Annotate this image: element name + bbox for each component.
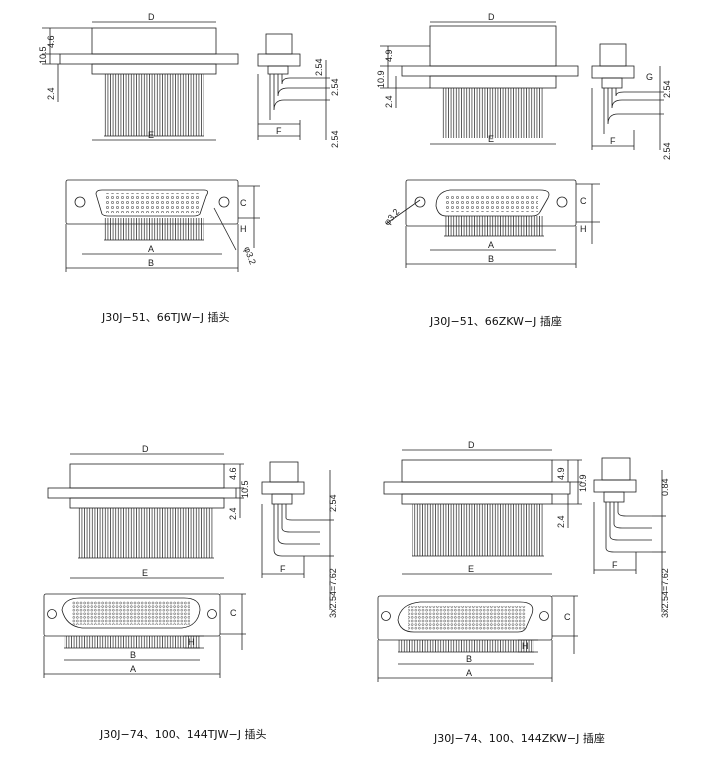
q3-dim-10-5: 10.5 [240,480,250,498]
q2-dim-a: A [488,240,494,250]
q2-dim-d: D [488,12,495,22]
q1-side-view [257,33,330,140]
caption-q4: J30J−74、100、144ZKW−J 插座 [434,732,605,745]
q3-dim-h: H [188,637,195,647]
q3-dim-a: A [130,664,136,674]
q4-dim-0-84: 0.84 [660,478,670,496]
q3-dim-3x: 3x2.54=7.62 [328,568,338,618]
q4-dim-2-4: 2.4 [556,515,566,528]
q2-dim-2-54-a: 2.54 [662,80,672,98]
q4-dim-h: H [522,641,529,651]
q4-dim-4-9: 4.9 [556,467,566,480]
q3-dim-e: E [142,568,148,578]
q1-dim-b: B [148,258,154,268]
q3-dim-f: F [280,564,286,574]
q1-dim-e: E [148,130,154,140]
q1-dim-2-54-c: 2.54 [330,130,340,148]
caption-q3: J30J−74、100、144TJW−J 插头 [100,728,267,741]
q1-dim-f: F [276,126,282,136]
q1-dim-c: C [240,198,247,208]
q1-bottom-view [65,179,260,272]
q1-dim-phi: φ3.2 [242,245,258,266]
q3-dim-2-4: 2.4 [228,507,238,520]
q4-dim-10-9: 10.9 [578,474,588,492]
q4-dim-d: D [468,440,475,450]
q4-dim-b: B [466,654,472,664]
q2-dim-phi: φ3.2 [382,207,401,227]
q1-dim-10-5: 10.5 [38,46,48,64]
q2-dim-4-9: 4.9 [384,49,394,62]
q2-dim-h: H [580,224,587,234]
q1-dim-d: D [148,12,155,22]
q4-front-view [383,449,582,575]
q3-dim-4-6: 4.6 [228,467,238,480]
caption-q1: J30J−51、66TJW−J 插头 [102,311,230,324]
q2-side-view [591,43,664,150]
q1-dim-2-54-a: 2.54 [314,58,324,76]
q4-dim-3x: 3x2.54=7.62 [660,568,670,618]
q4-side-view [593,457,666,612]
q3-bottom-view [43,593,246,678]
q2-dim-2-54-b: 2.54 [662,142,672,160]
q2-front-view [380,21,579,145]
q3-dim-d: D [142,444,149,454]
q2-bottom-view [385,179,600,268]
q4-dim-e: E [468,564,474,574]
q3-dim-b: B [130,650,136,660]
q2-dim-2-4: 2.4 [384,95,394,108]
q4-dim-c: C [564,612,571,622]
q1-dim-h: H [240,224,247,234]
q2-dim-b: B [488,254,494,264]
q4-bottom-view [377,595,578,682]
q2-dim-c: C [580,196,587,206]
q1-dim-a: A [148,244,154,254]
q1-front-view [42,21,239,141]
q3-side-view [261,461,334,610]
q2-dim-f: F [610,136,616,146]
q3-dim-2-54: 2.54 [328,494,338,512]
q3-front-view [47,453,244,579]
q3-dim-c: C [230,608,237,618]
q2-dim-g: G [646,72,653,82]
q1-dim-4-6: 4.6 [46,35,56,48]
q4-dim-a: A [466,668,472,678]
caption-q2: J30J−51、66ZKW−J 插座 [430,315,562,328]
q4-dim-f: F [612,560,618,570]
q2-dim-e: E [488,134,494,144]
q1-dim-2-54-b: 2.54 [330,78,340,96]
q1-dim-2-4: 2.4 [46,87,56,100]
q2-dim-10-9: 10.9 [376,70,386,88]
